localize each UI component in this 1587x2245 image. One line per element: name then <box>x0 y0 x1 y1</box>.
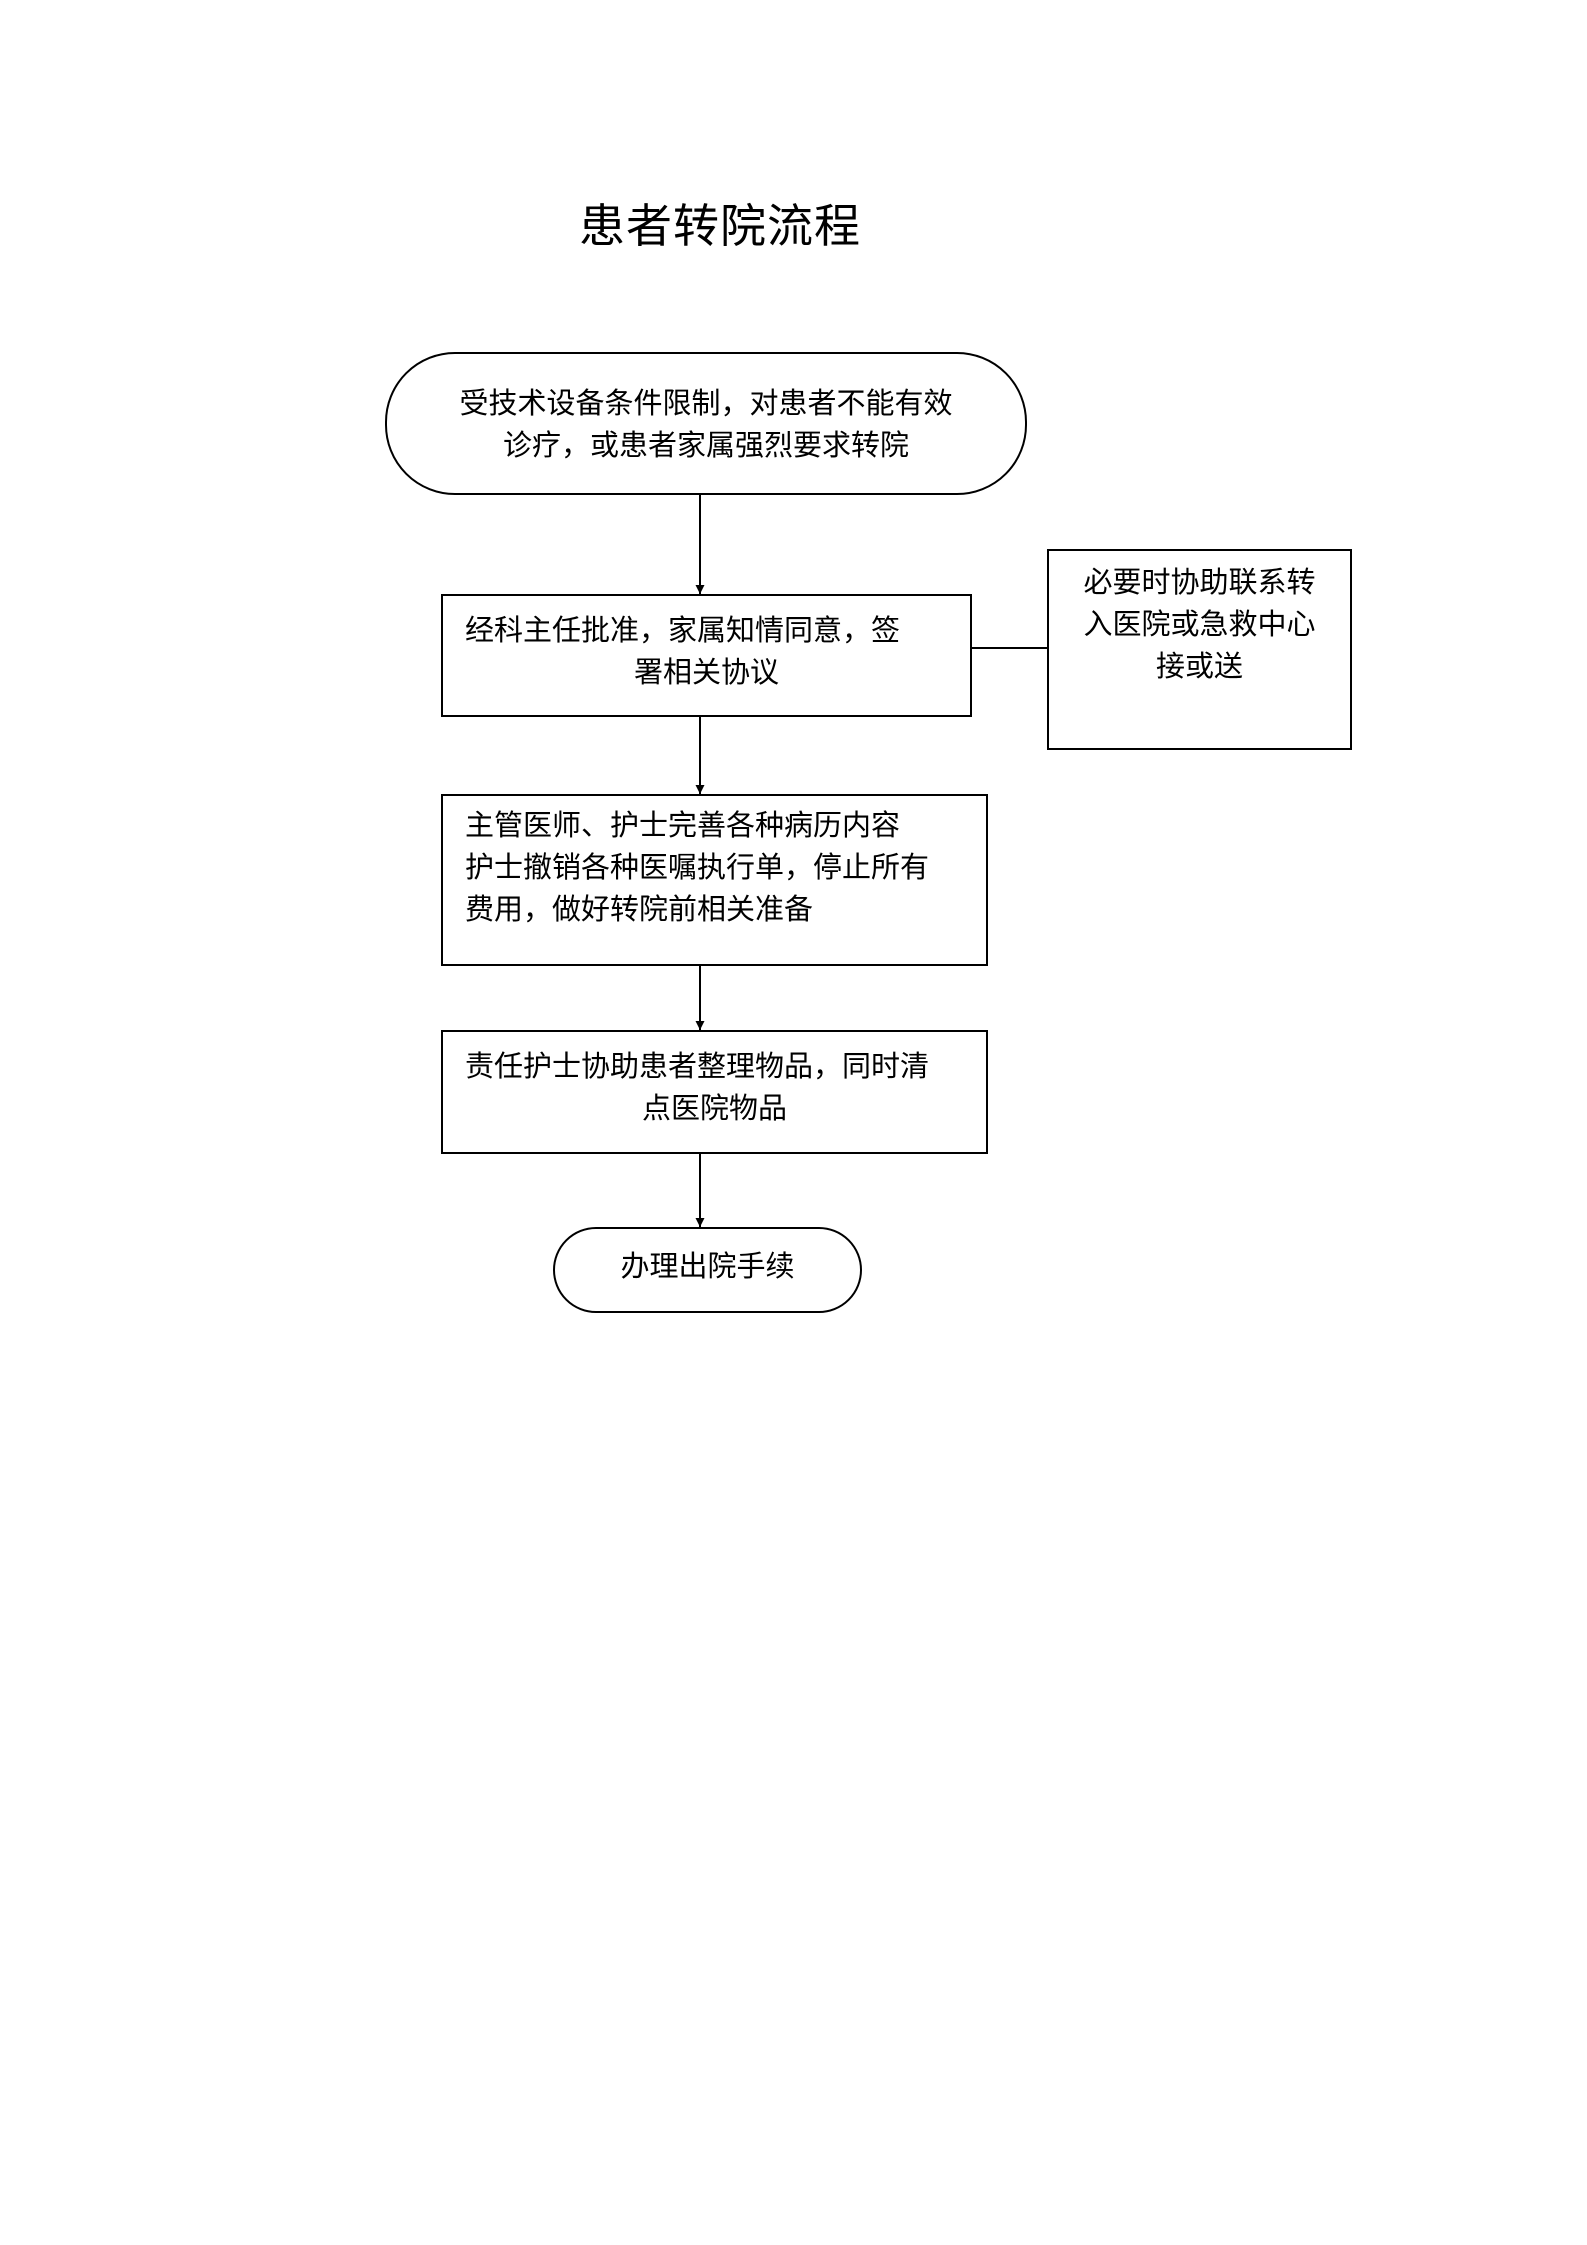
end-terminal: 办理出院手续 <box>553 1227 862 1313</box>
approve-step-box: 经科主任批准，家属知情同意，签 署相关协议 <box>441 594 972 717</box>
side-line-2: 入医院或急救中心 <box>1083 607 1316 641</box>
belongings-step-box: 责任护士协助患者整理物品，同时清 点医院物品 <box>441 1030 988 1154</box>
start-line-2: 诊疗，或患者家属强烈要求转院 <box>502 427 909 462</box>
page-title: 患者转院流程 <box>579 199 861 253</box>
prepare-line-1: 主管医师、护士完善各种病历内容 <box>465 808 901 842</box>
start-line-1: 受技术设备条件限制，对患者不能有效 <box>459 385 953 420</box>
side-contact-box: 必要时协助联系转 入医院或急救中心 接或送 <box>1047 549 1352 750</box>
belongings-line-2: 点医院物品 <box>641 1091 787 1125</box>
end-line-1: 办理出院手续 <box>620 1249 795 1283</box>
side-line-3: 接或送 <box>1155 649 1243 683</box>
prepare-line-3: 费用，做好转院前相关准备 <box>465 892 814 926</box>
prepare-line-2: 护士撤销各种医嘱执行单，停止所有 <box>465 850 930 884</box>
belongings-line-1: 责任护士协助患者整理物品，同时清 <box>465 1049 930 1083</box>
approve-line-2: 署相关协议 <box>633 655 779 689</box>
side-line-1: 必要时协助联系转 <box>1083 565 1316 599</box>
prepare-step-box: 主管医师、护士完善各种病历内容 护士撤销各种医嘱执行单，停止所有 费用，做好转院… <box>441 794 988 966</box>
start-terminal: 受技术设备条件限制，对患者不能有效 诊疗，或患者家属强烈要求转院 <box>385 352 1027 495</box>
approve-line-1: 经科主任批准，家属知情同意，签 <box>465 613 901 647</box>
